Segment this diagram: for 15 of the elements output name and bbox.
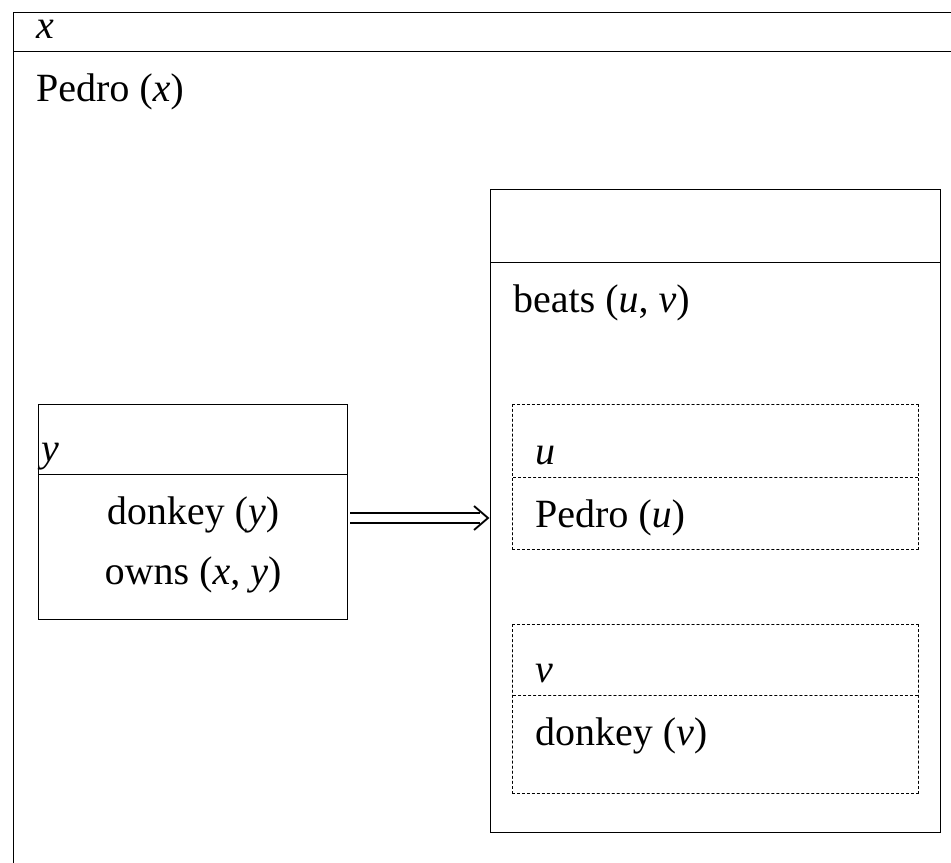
dashed-box [512,624,919,794]
referent-text: v [535,649,553,689]
condition-text: donkey (v) [535,708,708,756]
condition-text: beats (u, v) [513,275,690,323]
condition-text: Pedro (u) [535,490,685,538]
referent-text: u [535,431,555,471]
drs-box [38,404,348,620]
dashed-box [512,404,919,550]
condition-text: donkey (y) [106,487,280,535]
drs-box [490,189,941,833]
condition-text: Pedro (x) [36,64,184,112]
condition-text: owns (x, y) [104,547,282,595]
implication-arrow [349,505,490,531]
referent-text: x [36,5,54,45]
drs-box [13,12,951,863]
